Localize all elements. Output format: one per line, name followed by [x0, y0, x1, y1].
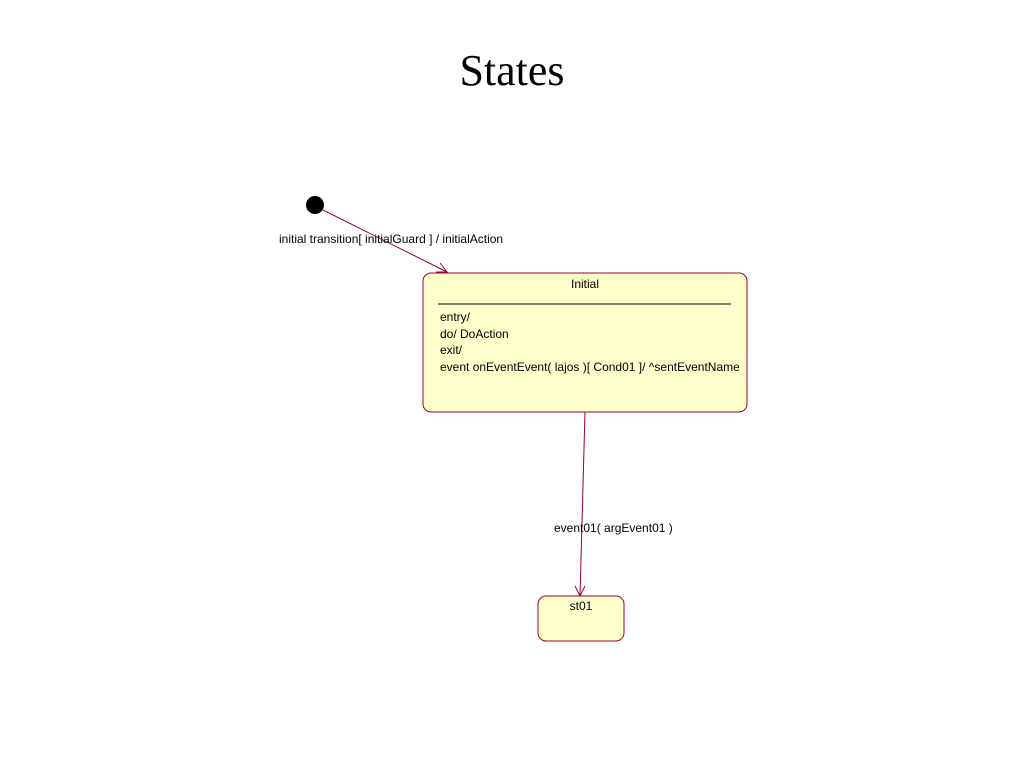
state-initial-name: Initial: [571, 277, 599, 291]
initial-transition-line: [322, 209, 448, 273]
state-initial[interactable]: Initial entry/ do/ DoAction exit/ event …: [422, 272, 748, 413]
transition-event01-line: [579, 411, 586, 597]
state-initial-box: [422, 272, 748, 413]
slide-title: States: [459, 46, 565, 95]
state-initial-exit-action: exit/: [440, 343, 463, 357]
initial-transition-label: initial transition[ initialGuard ] / ini…: [279, 232, 503, 246]
state-st01-box: [537, 595, 625, 642]
state-st01[interactable]: st01: [537, 595, 625, 642]
initial-pseudostate-node[interactable]: [306, 196, 324, 214]
transition-event01-label: event01( argEvent01 ): [554, 521, 673, 535]
state-st01-name: st01: [570, 599, 593, 613]
state-initial-internal-event: event onEventEvent( lajos )[ Cond01 ]/ ^…: [440, 360, 740, 374]
state-initial-do-action: do/ DoAction: [440, 327, 509, 341]
state-initial-entry-action: entry/: [440, 310, 471, 324]
initial-transition[interactable]: [322, 209, 449, 273]
transition-event01[interactable]: [574, 411, 586, 598]
initial-transition-arrowhead-icon: [436, 262, 449, 273]
